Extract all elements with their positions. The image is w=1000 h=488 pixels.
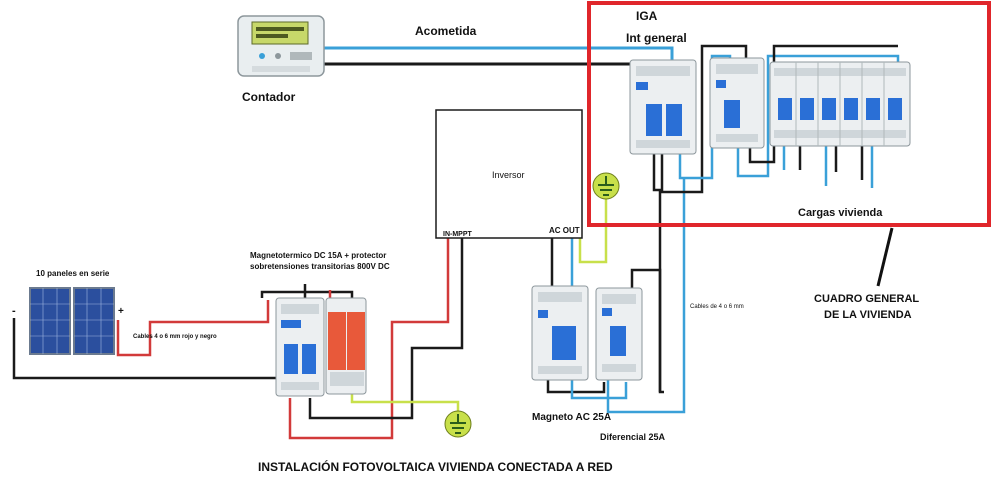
panel-title-2: DE LA VIVIENDA	[824, 309, 912, 321]
main-differential	[709, 57, 765, 149]
solar-panels	[29, 287, 115, 355]
ac-breaker-label: Magneto AC 25A	[532, 412, 611, 423]
circuit-breakers-row	[769, 61, 911, 147]
ac-out-label: AC OUT	[549, 226, 580, 235]
iga-label: IGA	[636, 9, 658, 23]
ac-out-wires	[546, 150, 686, 414]
ac-cables-label: Cables de 4 o 6 mm	[690, 304, 744, 310]
differential-label: Diferencial 25A	[600, 432, 666, 442]
inverter-label: Inversor	[492, 170, 525, 180]
main-switch-label: Int general	[626, 31, 687, 45]
diagram-title: INSTALACIÓN FOTOVOLTAICA VIVIENDA CONECT…	[258, 459, 613, 474]
electricity-meter	[237, 15, 325, 77]
dc-breaker	[275, 297, 325, 397]
dc-wires	[12, 236, 464, 440]
inverter-box	[435, 109, 583, 239]
earth-icon-ac	[592, 172, 620, 200]
panel-pointer-line	[876, 227, 894, 287]
dc-breaker-label-1: Magnetotermico DC 15A + protector	[250, 251, 386, 260]
minus-label: -	[12, 305, 16, 317]
supply-wires	[322, 46, 674, 66]
dc-breaker-label-2: sobretensiones transitorias 800V DC	[250, 262, 390, 271]
panels-label: 10 paneles en serie	[36, 269, 110, 278]
dc-cables-label: Cables 4 o 6 mm rojo y negro	[133, 334, 217, 340]
in-mppt-label: IN-MPPT	[443, 231, 473, 238]
loads-label: Cargas vivienda	[798, 207, 883, 219]
supply-label: Acometida	[415, 24, 477, 38]
meter-label: Contador	[242, 90, 296, 104]
earth-icon-dc	[444, 410, 472, 438]
panel-title-1: CUADRO GENERAL	[814, 293, 919, 305]
ac-breaker	[531, 285, 589, 381]
plus-label: +	[118, 306, 124, 317]
differential-switch	[595, 287, 643, 381]
iga-switch	[629, 59, 697, 155]
main-panel-frame	[587, 1, 991, 227]
surge-protector	[325, 297, 367, 395]
